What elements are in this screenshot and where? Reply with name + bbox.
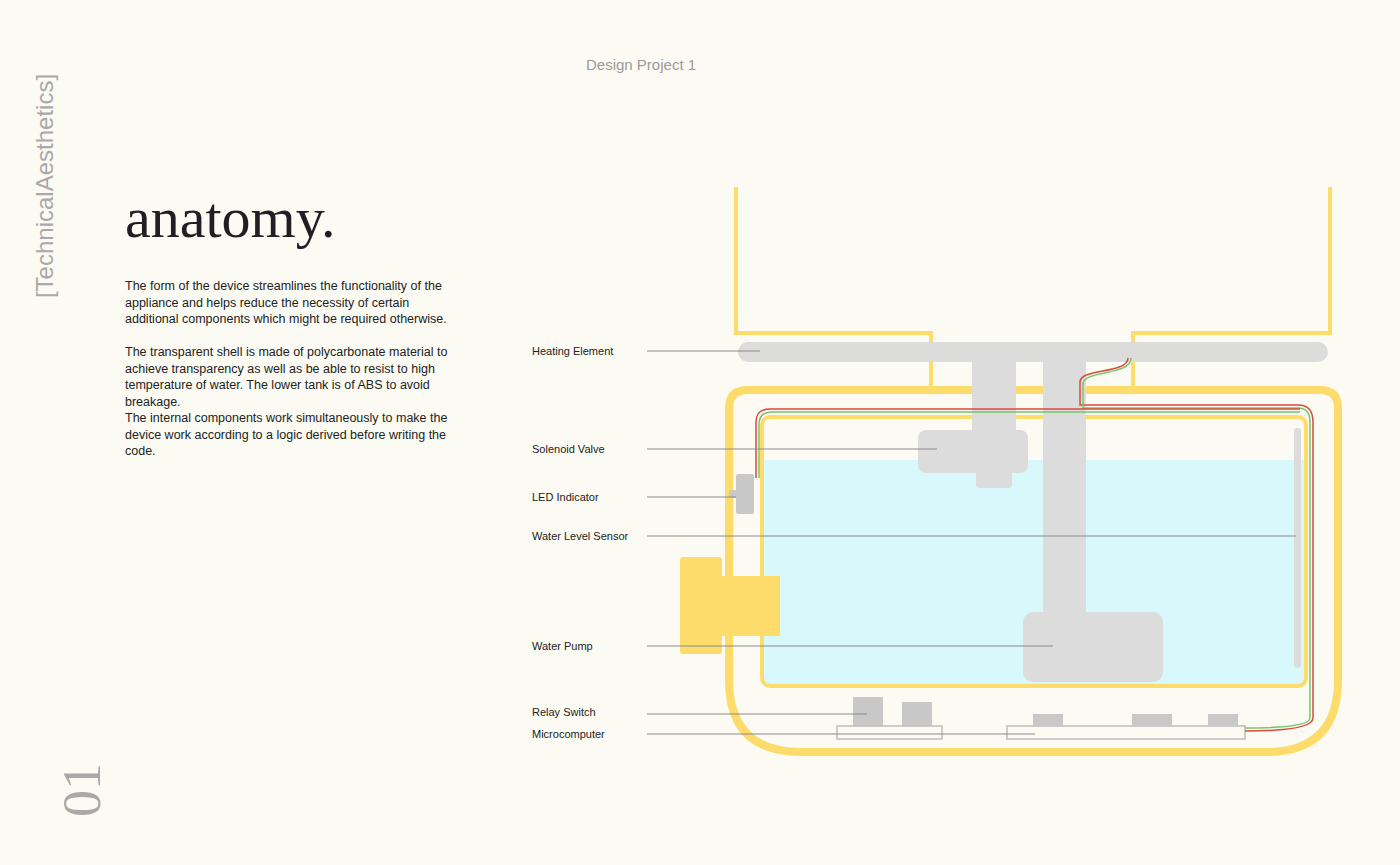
part-label: Water Level Sensor	[532, 529, 628, 543]
body-text: The transparent shell is made of polycar…	[125, 344, 465, 410]
relay-switch	[902, 702, 932, 726]
part-label: Microcomputer	[532, 727, 605, 741]
project-label: Design Project 1	[586, 56, 696, 73]
chip	[1033, 714, 1063, 726]
leader-line	[647, 714, 867, 715]
leader-lines	[647, 351, 1296, 734]
wire	[1083, 358, 1310, 728]
leader-line	[647, 351, 760, 352]
page-number: 01	[51, 763, 113, 817]
wire	[1080, 358, 1313, 731]
part-label: Relay Switch	[532, 705, 596, 719]
wires	[756, 358, 1313, 731]
lower-tank	[729, 390, 1338, 752]
wire	[756, 409, 1300, 478]
side-block	[720, 576, 780, 636]
heating-element	[738, 342, 1328, 362]
part-label: LED Indicator	[532, 490, 599, 504]
water-pump	[1023, 612, 1163, 682]
part-label: Water Pump	[532, 639, 593, 653]
body-text: The form of the device streamlines the f…	[125, 278, 465, 328]
relay-switch	[853, 697, 883, 726]
water-level-sensor	[1294, 428, 1301, 668]
water	[764, 460, 1304, 684]
page-title: anatomy.	[125, 186, 335, 250]
valve-outlet	[976, 470, 1012, 488]
side-heading: [TechnicalAesthetics]	[31, 74, 59, 298]
chip	[1132, 714, 1172, 726]
side-block	[680, 557, 722, 654]
upper-tank	[736, 187, 1330, 390]
leader-line	[647, 646, 1053, 647]
part-label: Solenoid Valve	[532, 442, 605, 456]
leader-line	[647, 536, 1296, 537]
wire	[759, 412, 1300, 478]
chip	[1208, 714, 1238, 726]
body-text: The internal components work simultaneou…	[125, 410, 465, 460]
leader-line	[647, 449, 937, 450]
leader-line	[647, 734, 1035, 735]
led-indicator	[736, 474, 754, 514]
microcomputer-board	[1007, 726, 1245, 739]
pipe	[972, 362, 1016, 432]
solenoid-valve	[918, 430, 1028, 473]
relay-board	[837, 726, 942, 739]
part-label: Heating Element	[532, 344, 613, 358]
leader-line	[647, 497, 736, 498]
